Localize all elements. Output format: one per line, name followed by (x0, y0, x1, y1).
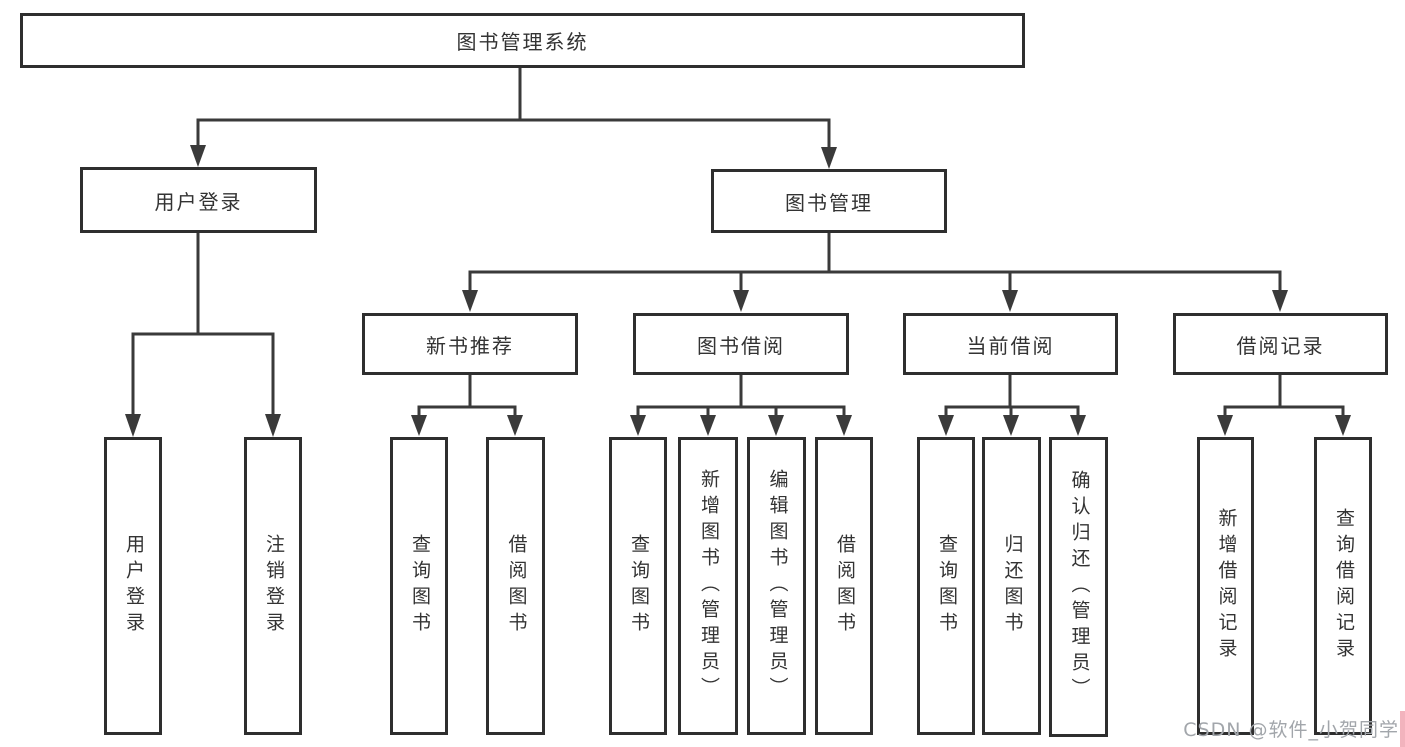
arrowhead-icon (265, 414, 281, 437)
connector-borrow-records-branch (1217, 375, 1351, 436)
node-user-login: 用户登录 (80, 167, 317, 233)
arrowhead-icon (1272, 290, 1288, 312)
connector-user-login-branch (125, 233, 281, 437)
leaf-query-books-1: 查询图书 (390, 437, 448, 735)
node-borrow-records: 借阅记录 (1173, 313, 1388, 375)
leaf-add-borrow-record: 新增借阅记录 (1197, 437, 1254, 735)
leaf-label: 借阅图书 (833, 534, 856, 638)
connector-root-to-level2 (190, 68, 837, 169)
leaf-label: 确认归还（管理员） (1068, 470, 1091, 704)
connector-book-management-branch (462, 233, 1288, 312)
leaf-logout: 注销登录 (244, 437, 302, 735)
leaf-label: 查询借阅记录 (1332, 508, 1355, 664)
node-current-borrow: 当前借阅 (903, 313, 1118, 375)
arrowhead-icon (125, 414, 141, 437)
arrowhead-icon (1217, 415, 1233, 436)
arrowhead-icon (821, 147, 837, 169)
arrowhead-icon (507, 415, 523, 436)
arrowhead-icon (1003, 415, 1019, 436)
leaf-label: 编辑图书（管理员） (766, 469, 789, 703)
arrowhead-icon (190, 145, 206, 167)
arrowhead-icon (1002, 290, 1018, 312)
arrowhead-icon (1070, 415, 1086, 436)
leaf-query-books-2: 查询图书 (609, 437, 667, 735)
arrowhead-icon (462, 290, 478, 312)
node-book-management: 图书管理 (711, 169, 947, 233)
arrowhead-icon (700, 415, 716, 436)
arrowhead-icon (733, 290, 749, 312)
arrowhead-icon (938, 415, 954, 436)
arrowhead-icon (1335, 415, 1351, 436)
watermark-accent-strip (1400, 711, 1405, 747)
arrowhead-icon (411, 415, 427, 436)
leaf-label: 新增借阅记录 (1215, 508, 1238, 664)
leaf-confirm-return-admin: 确认归还（管理员） (1049, 437, 1108, 737)
leaf-label: 归还图书 (1001, 534, 1024, 638)
leaf-label: 新增图书（管理员） (697, 469, 720, 703)
leaf-label: 用户登录 (122, 534, 145, 638)
leaf-label: 注销登录 (262, 534, 285, 638)
arrowhead-icon (836, 415, 852, 436)
leaf-add-book-admin: 新增图书（管理员） (678, 437, 738, 735)
csdn-watermark: CSDN @软件_小贺同学 (1183, 719, 1399, 741)
node-new-book-recommend: 新书推荐 (362, 313, 578, 375)
leaf-borrow-books-1: 借阅图书 (486, 437, 545, 735)
connector-book-borrow-branch (630, 375, 852, 436)
leaf-label: 查询图书 (627, 534, 650, 638)
node-book-borrow: 图书借阅 (633, 313, 849, 375)
node-root-system: 图书管理系统 (20, 13, 1025, 68)
connector-current-borrow-branch (938, 375, 1086, 436)
leaf-return-book: 归还图书 (982, 437, 1041, 735)
leaf-edit-book-admin: 编辑图书（管理员） (747, 437, 806, 735)
connector-new-book-branch (411, 375, 523, 436)
leaf-query-books-3: 查询图书 (917, 437, 975, 735)
leaf-label: 查询图书 (408, 534, 431, 638)
leaf-label: 查询图书 (935, 534, 958, 638)
leaf-borrow-books-2: 借阅图书 (815, 437, 873, 735)
leaf-query-borrow-record: 查询借阅记录 (1314, 437, 1372, 735)
arrowhead-icon (768, 415, 784, 436)
arrowhead-icon (630, 415, 646, 436)
leaf-label: 借阅图书 (505, 534, 528, 638)
leaf-user-login: 用户登录 (104, 437, 162, 735)
